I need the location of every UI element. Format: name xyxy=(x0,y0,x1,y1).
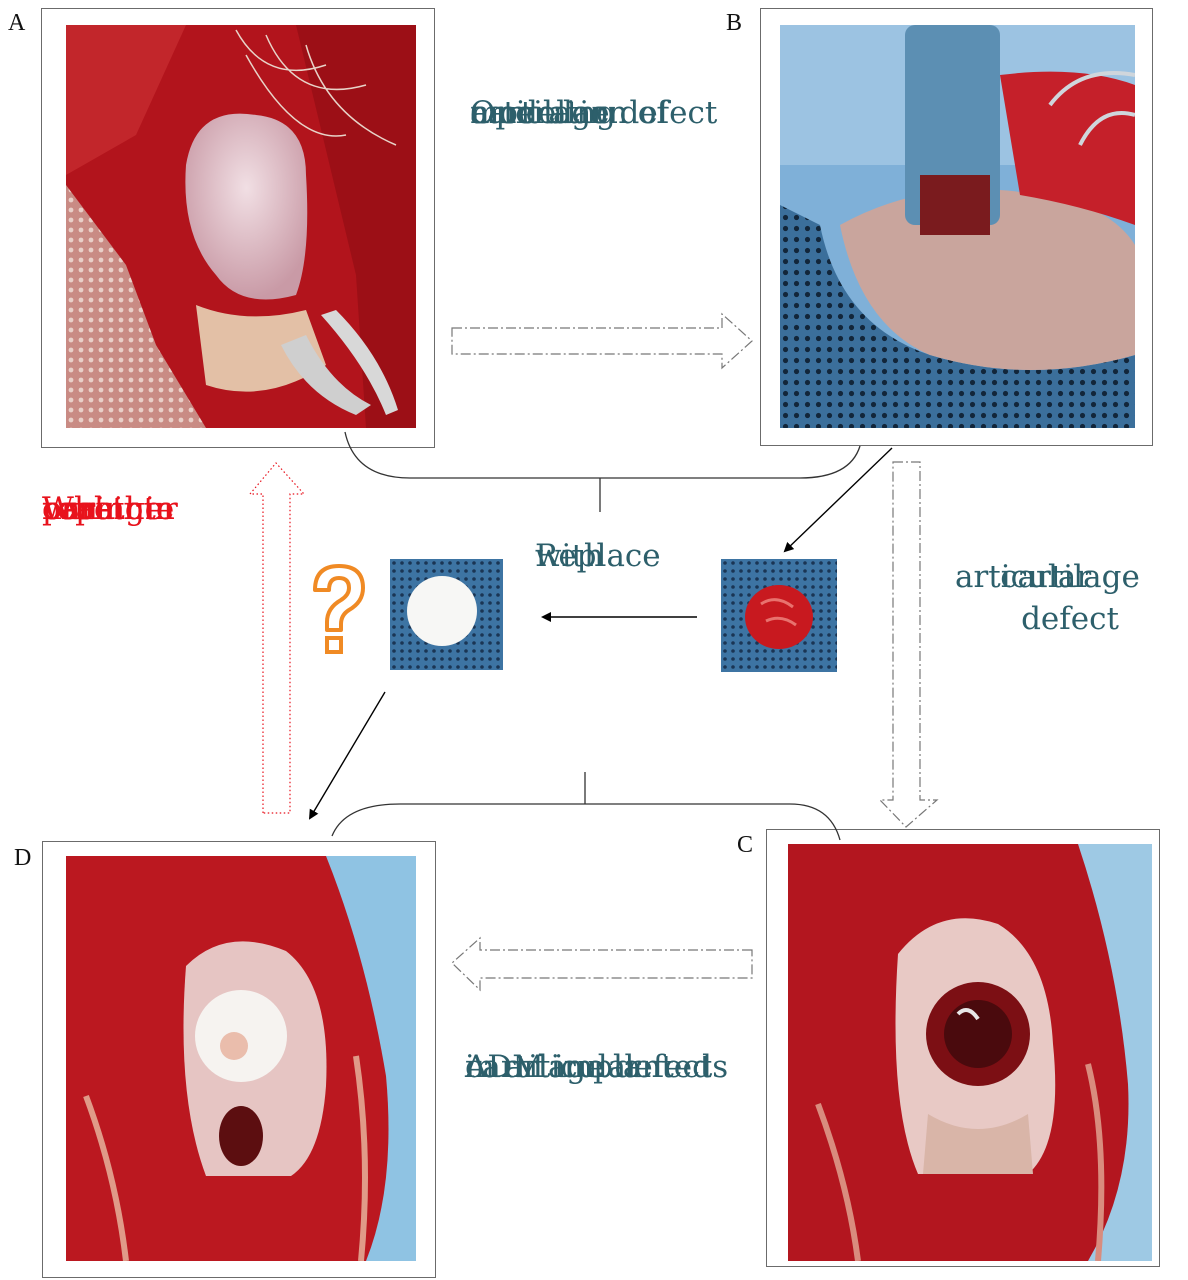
panel-label-b: B xyxy=(726,10,742,37)
caption-line: modeling xyxy=(470,92,616,134)
panel-label-d: D xyxy=(14,845,31,872)
photo-adm-implanted xyxy=(66,856,416,1261)
caption-line: repair xyxy=(42,488,138,530)
question-mark-icon xyxy=(305,560,369,660)
caption-line: with xyxy=(535,535,604,577)
arrow-c-to-d xyxy=(452,938,752,990)
panel-label-a: A xyxy=(8,10,25,37)
panel-label-c: C xyxy=(737,832,753,859)
arrow-b-to-cartilage xyxy=(785,448,892,551)
arrow-disc-to-d xyxy=(310,692,385,818)
caption-line: cartilage defect xyxy=(955,556,1185,640)
arrow-a-to-b xyxy=(452,314,752,368)
photo-knee-exposed xyxy=(66,25,416,428)
photo-adm-disc xyxy=(390,559,503,670)
arrow-d-to-a xyxy=(250,463,304,813)
caption-line: cartilage defects xyxy=(465,1046,728,1088)
arrow-b-to-c xyxy=(880,462,937,827)
bracket-bottom xyxy=(332,804,840,840)
photo-removed-cartilage xyxy=(721,559,837,672)
photo-drilling xyxy=(780,25,1135,428)
photo-cartilage-defect xyxy=(788,844,1152,1261)
